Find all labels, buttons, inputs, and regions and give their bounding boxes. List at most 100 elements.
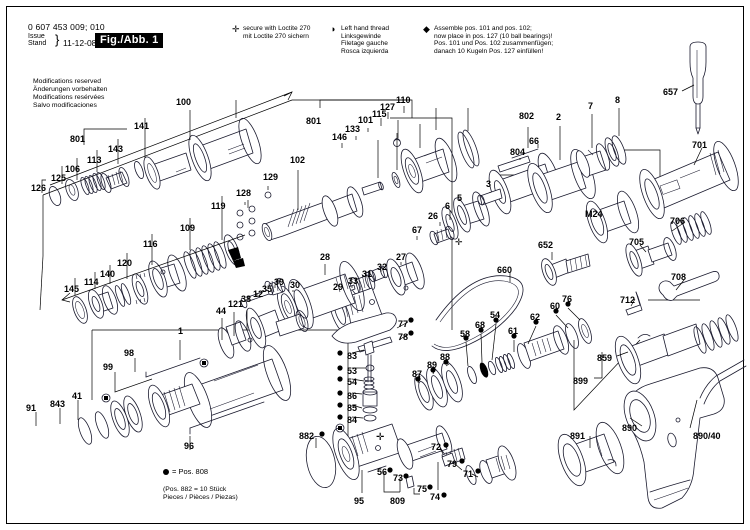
callout-91: 91 xyxy=(26,403,37,413)
callout-146: 146 xyxy=(332,132,348,142)
callout-35: 35 xyxy=(262,284,273,294)
callout-29: 29 xyxy=(333,282,344,292)
callout-701: 701 xyxy=(692,140,708,150)
note-loctite-line-1: secure with Loctite 270 xyxy=(243,25,311,32)
figure-badge: Fig./Abb. 1 xyxy=(95,33,164,48)
note-lht-line-1: Left hand thread xyxy=(341,25,390,32)
note-left-hand-thread: ◑ Left hand thread Linksgewinde Filetage… xyxy=(330,25,390,55)
callout-26: 26 xyxy=(428,211,439,221)
callout-1: 1 xyxy=(178,326,184,336)
assemble-diamond-symbol: ◆ xyxy=(423,24,430,34)
callout-27: 27 xyxy=(396,252,407,262)
callout-109: 109 xyxy=(180,223,196,233)
callout-88: 88 xyxy=(440,352,451,362)
callout-121: 121 xyxy=(228,299,244,309)
drawing-frame xyxy=(6,6,744,524)
svg-text:✛: ✛ xyxy=(455,237,463,247)
callout-32: 32 xyxy=(377,262,388,272)
modifications-note: Modifications reserved Änderungen vorbeh… xyxy=(33,78,107,110)
callout-843: 843 xyxy=(50,399,66,409)
callout-125: 125 xyxy=(51,173,67,183)
legend-pieces-line-2: Pieces / Pièces / Piezas) xyxy=(163,494,238,501)
callout-891: 891 xyxy=(570,431,586,441)
callout-28: 28 xyxy=(320,252,331,262)
callout-66: 66 xyxy=(529,136,540,146)
callout-86: 86 xyxy=(347,391,358,401)
callout-61: 61 xyxy=(508,326,519,336)
callout-71: 71 xyxy=(463,469,474,479)
callout-5: 5 xyxy=(457,193,463,203)
leaders-bottom-left xyxy=(35,340,191,450)
callout-96: 96 xyxy=(184,441,195,451)
legend-dot-text: = Pos. 808 xyxy=(172,467,209,476)
leaders-center-shaft xyxy=(244,99,469,210)
note-loctite-line-2: mit Loctite 270 sichern xyxy=(243,32,309,40)
assembly-bottom-inlet: ✛ xyxy=(305,423,517,498)
callout-67: 67 xyxy=(412,225,423,235)
issue-stand-labels: Issue Stand xyxy=(28,33,46,47)
callout-3: 3 xyxy=(486,179,492,189)
callout-85: 85 xyxy=(347,403,358,413)
callout-33: 33 xyxy=(348,276,359,286)
callout-6: 6 xyxy=(445,201,451,211)
leaders-right-upper xyxy=(489,108,620,193)
leaders-bottom-inlet xyxy=(315,438,479,495)
stand-label: Stand xyxy=(28,40,47,48)
legend-pieces: (Pos. 882 = 10 Stück Pieces / Pièces / P… xyxy=(163,486,238,502)
modifications-line-4: Salvo modificaciones xyxy=(33,102,97,109)
callout-712: 712 xyxy=(620,295,636,305)
callout-114: 114 xyxy=(84,277,99,287)
callout-102: 102 xyxy=(290,155,306,165)
document-date: 11-12-08 xyxy=(63,38,97,48)
brace-glyph: } xyxy=(55,32,60,47)
callout-882: 882 xyxy=(299,431,315,441)
callout-62: 62 xyxy=(530,312,541,322)
callout-101: 101 xyxy=(358,115,374,125)
callout-110: 110 xyxy=(396,95,411,105)
callout-801: 801 xyxy=(306,116,322,126)
callout-76: 76 xyxy=(562,294,573,304)
leaders-center-gearbox xyxy=(221,264,326,340)
callout-127: 127 xyxy=(380,102,396,112)
callout-58: 58 xyxy=(460,329,471,339)
callout-128: 128 xyxy=(236,188,252,198)
callout-53: 53 xyxy=(347,366,358,376)
callout-133: 133 xyxy=(345,124,361,134)
callout-98: 98 xyxy=(124,348,135,358)
document-part-numbers: 0 607 453 009; 010 xyxy=(28,22,105,32)
leaders-bottom-right xyxy=(589,351,698,448)
note-assembly-line-4: danach 10 Kugeln Pos. 127 einfüllen! xyxy=(434,47,544,55)
left-hand-thread-symbol: ◑ xyxy=(330,24,336,34)
assembly-bottom-right-grip xyxy=(557,314,747,509)
callout-113: 113 xyxy=(87,155,102,165)
legend-dot-icon xyxy=(163,469,169,476)
assembly-trigger-valve xyxy=(331,253,592,422)
callout-7: 7 xyxy=(588,101,594,111)
callout-657: 657 xyxy=(663,87,679,97)
callout-115: 115 xyxy=(372,109,387,119)
callout-73: 73 xyxy=(393,473,404,483)
assembly-center-gearbox xyxy=(217,260,365,359)
callout-126: 126 xyxy=(31,183,47,193)
assembly-bottom-left-housing xyxy=(77,345,292,445)
callout-44: 44 xyxy=(216,306,227,316)
callout-143: 143 xyxy=(108,144,124,154)
callout-87: 87 xyxy=(412,369,423,379)
callout-145: 145 xyxy=(64,284,80,294)
callout-41: 41 xyxy=(72,391,83,401)
issue-label: Issue xyxy=(28,33,45,40)
note-assembly-line-1: Assemble pos. 101 and pos. 102; xyxy=(434,25,532,32)
callout-100: 100 xyxy=(176,97,192,107)
callout-30: 30 xyxy=(290,280,301,290)
callout-75: 75 xyxy=(417,484,428,494)
callout-890-40: 890/40 xyxy=(693,431,721,441)
callout-859: 859 xyxy=(597,353,613,363)
note-lht-line-2: Linksgewinde xyxy=(341,32,381,40)
callout-74: 74 xyxy=(430,492,441,502)
callout-72: 72 xyxy=(431,442,442,452)
callout-119: 119 xyxy=(211,201,226,211)
callout-116: 116 xyxy=(143,239,158,249)
callout-140: 140 xyxy=(100,269,116,279)
